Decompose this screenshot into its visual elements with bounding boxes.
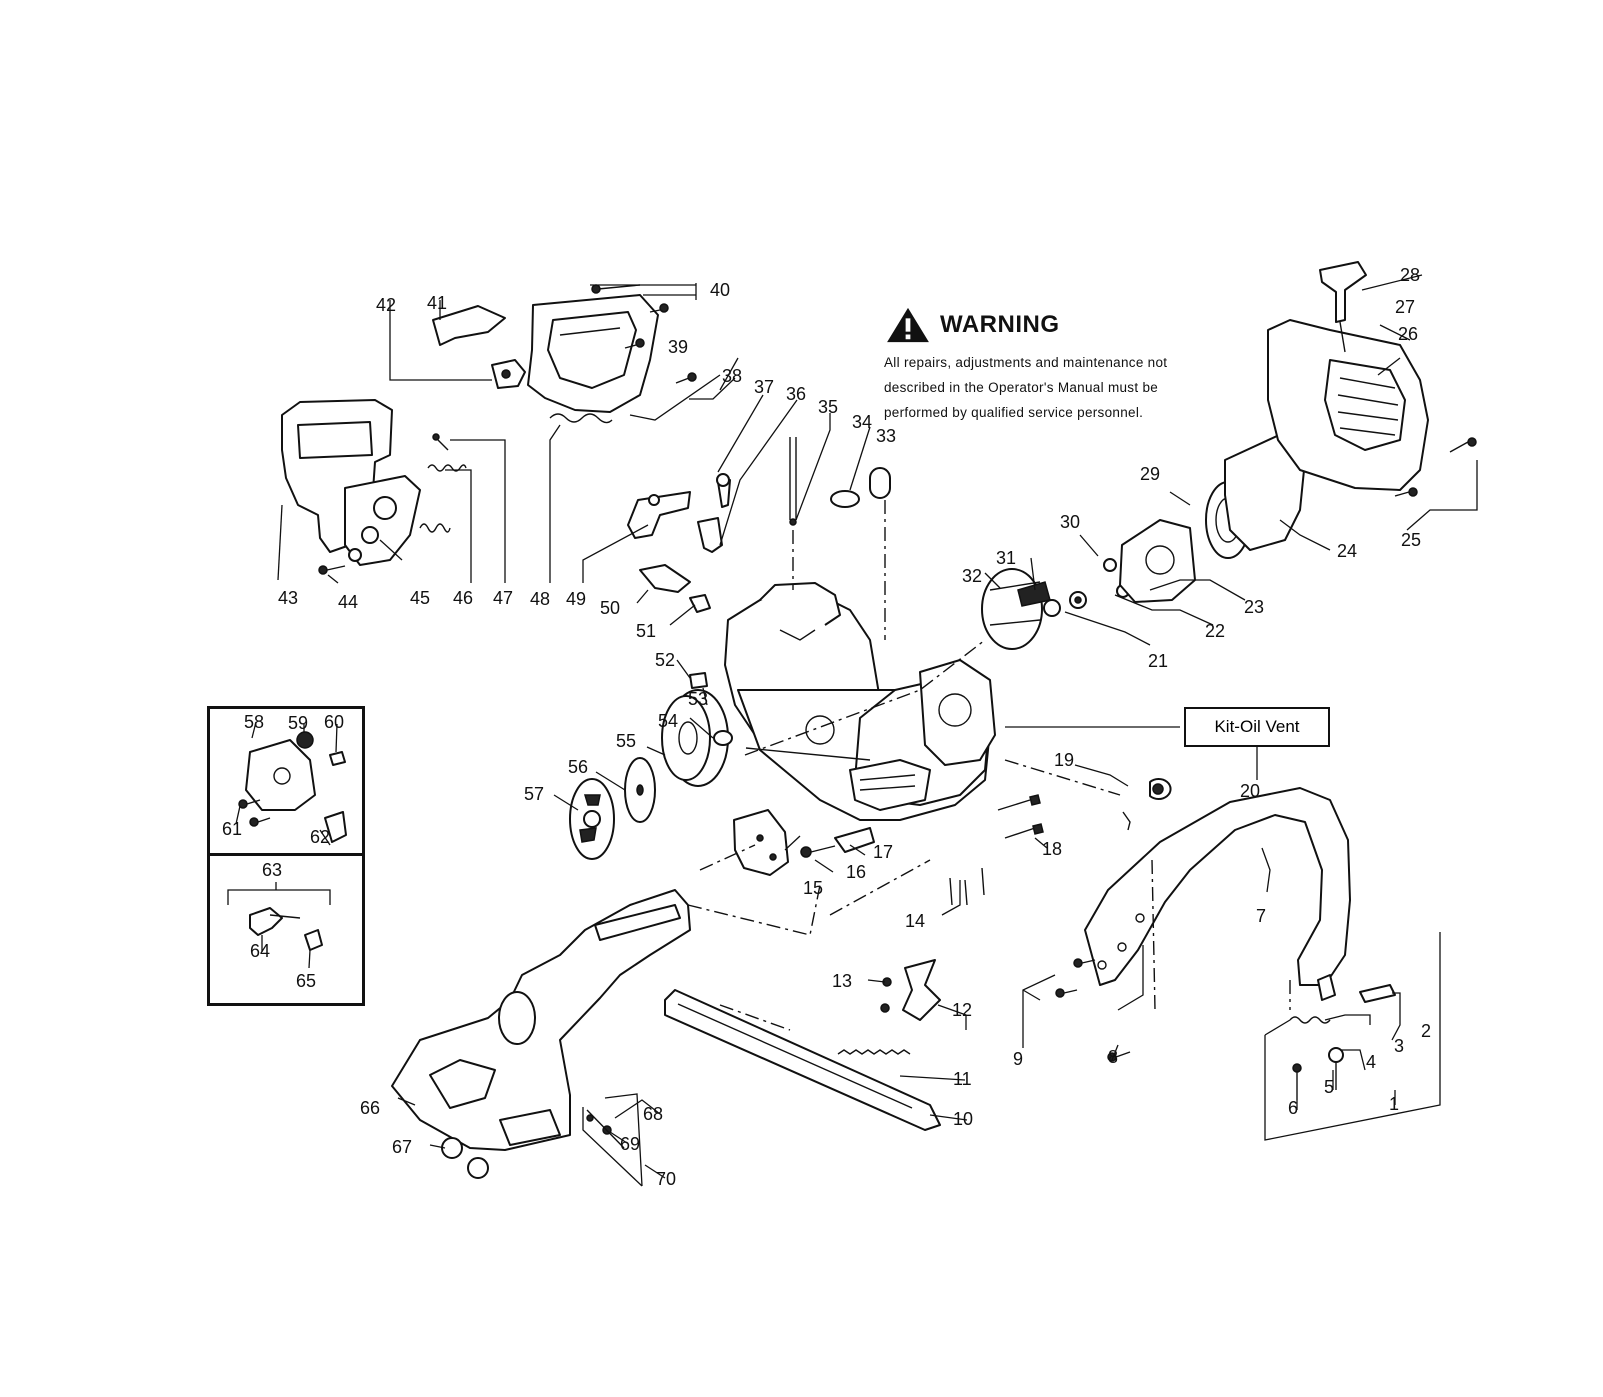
- callout-35: 35: [818, 397, 838, 417]
- callout-11: 11: [953, 1069, 972, 1089]
- upper-small-parts: [627, 437, 891, 689]
- callout-54: 54: [658, 711, 678, 731]
- lower-small-parts: [733, 778, 1172, 906]
- callout-46: 46: [453, 588, 473, 608]
- callout-19: 19: [1054, 750, 1074, 770]
- callout-69: 69: [620, 1134, 640, 1154]
- callout-67: 67: [392, 1137, 412, 1157]
- callout-68: 68: [643, 1104, 663, 1124]
- callout-62: 62: [310, 827, 330, 847]
- callout-31: 31: [996, 548, 1016, 568]
- callout-57: 57: [524, 784, 544, 804]
- bar-plate-parts: [880, 959, 941, 1021]
- callout-1: 1: [1389, 1094, 1399, 1114]
- crankcase-assembly: [724, 582, 996, 821]
- inset-box-upper: [207, 706, 365, 856]
- callout-32: 32: [962, 566, 982, 586]
- callout-15: 15: [803, 878, 823, 898]
- callout-39: 39: [668, 337, 688, 357]
- inset-parts: [235, 721, 347, 969]
- callout-47: 47: [493, 588, 513, 608]
- callout-60: 60: [324, 712, 344, 732]
- callout-48: 48: [530, 589, 550, 609]
- callout-70: 70: [656, 1169, 676, 1189]
- callout-13: 13: [832, 971, 852, 991]
- callout-29: 29: [1140, 464, 1160, 484]
- callout-64: 64: [250, 941, 270, 961]
- callout-28: 28: [1400, 265, 1420, 285]
- kit-oil-vent-label: Kit-Oil Vent: [1184, 707, 1330, 747]
- callout-8: 8: [1108, 1047, 1118, 1067]
- callout-36: 36: [786, 384, 806, 404]
- callout-38: 38: [722, 366, 742, 386]
- callout-42: 42: [376, 295, 396, 315]
- callout-53: 53: [688, 689, 708, 709]
- callout-6: 6: [1288, 1098, 1298, 1118]
- callout-56: 56: [568, 757, 588, 777]
- callout-26: 26: [1398, 324, 1418, 344]
- callout-24: 24: [1337, 541, 1357, 561]
- callout-4: 4: [1366, 1052, 1376, 1072]
- hand-guard-assembly: [1055, 787, 1396, 1100]
- callout-30: 30: [1060, 512, 1080, 532]
- callout-52: 52: [655, 650, 675, 670]
- callout-59: 59: [288, 713, 308, 733]
- warning-line-3: performed by qualified service personnel…: [884, 405, 1144, 420]
- callout-44: 44: [338, 592, 358, 612]
- bar-and-chain: [391, 889, 941, 1179]
- inset-box-lower: [207, 853, 365, 1006]
- front-handle-assembly: [281, 399, 467, 575]
- callout-63: 63: [262, 860, 282, 880]
- callout-66: 66: [360, 1098, 380, 1118]
- callout-20: 20: [1240, 781, 1260, 801]
- callout-55: 55: [616, 731, 636, 751]
- callout-61: 61: [222, 819, 242, 839]
- callout-2: 2: [1421, 1021, 1431, 1041]
- rear-handle-assembly: [432, 284, 697, 424]
- callout-51: 51: [636, 621, 656, 641]
- warning-title: WARNING: [940, 311, 1060, 338]
- callout-34: 34: [852, 412, 872, 432]
- callout-18: 18: [1042, 839, 1062, 859]
- leader-lines: [277, 274, 1478, 1187]
- callout-10: 10: [953, 1109, 973, 1129]
- clutch-drum-assembly: [569, 689, 733, 860]
- warning-triangle-icon: [887, 307, 929, 343]
- callout-50: 50: [600, 598, 620, 618]
- callout-16: 16: [846, 862, 866, 882]
- callout-49: 49: [566, 589, 586, 609]
- starter-housing: [1267, 261, 1477, 497]
- callout-12: 12: [952, 1000, 972, 1020]
- callout-41: 41: [427, 293, 447, 313]
- callout-21: 21: [1148, 651, 1168, 671]
- callout-labels: 1 2 3 4 5 6 7 8 9 10 11 12 13 14 15 16 1…: [222, 265, 1431, 1189]
- callout-9: 9: [1013, 1049, 1023, 1069]
- warning-notice: WARNING All repairs, adjustments and mai…: [884, 306, 1214, 425]
- warning-line-1: All repairs, adjustments and maintenance…: [884, 355, 1168, 370]
- callout-40: 40: [710, 280, 730, 300]
- callout-23: 23: [1244, 597, 1264, 617]
- callout-17: 17: [873, 842, 893, 862]
- callout-45: 45: [410, 588, 430, 608]
- callout-7: 7: [1256, 906, 1266, 926]
- callout-3: 3: [1394, 1036, 1404, 1056]
- inset-brackets: [227, 882, 331, 905]
- callout-14: 14: [905, 911, 925, 931]
- callout-65: 65: [296, 971, 316, 991]
- callout-27: 27: [1395, 297, 1415, 317]
- callout-33: 33: [876, 426, 896, 446]
- warning-body: All repairs, adjustments and maintenance…: [884, 350, 1214, 425]
- assembly-dash-lines: [687, 500, 1291, 1031]
- callout-37: 37: [754, 377, 774, 397]
- callout-5: 5: [1324, 1077, 1334, 1097]
- callout-25: 25: [1401, 530, 1421, 550]
- warning-line-2: described in the Operator's Manual must …: [884, 380, 1159, 395]
- callout-22: 22: [1205, 621, 1225, 641]
- callout-58: 58: [244, 712, 264, 732]
- callout-43: 43: [278, 588, 298, 608]
